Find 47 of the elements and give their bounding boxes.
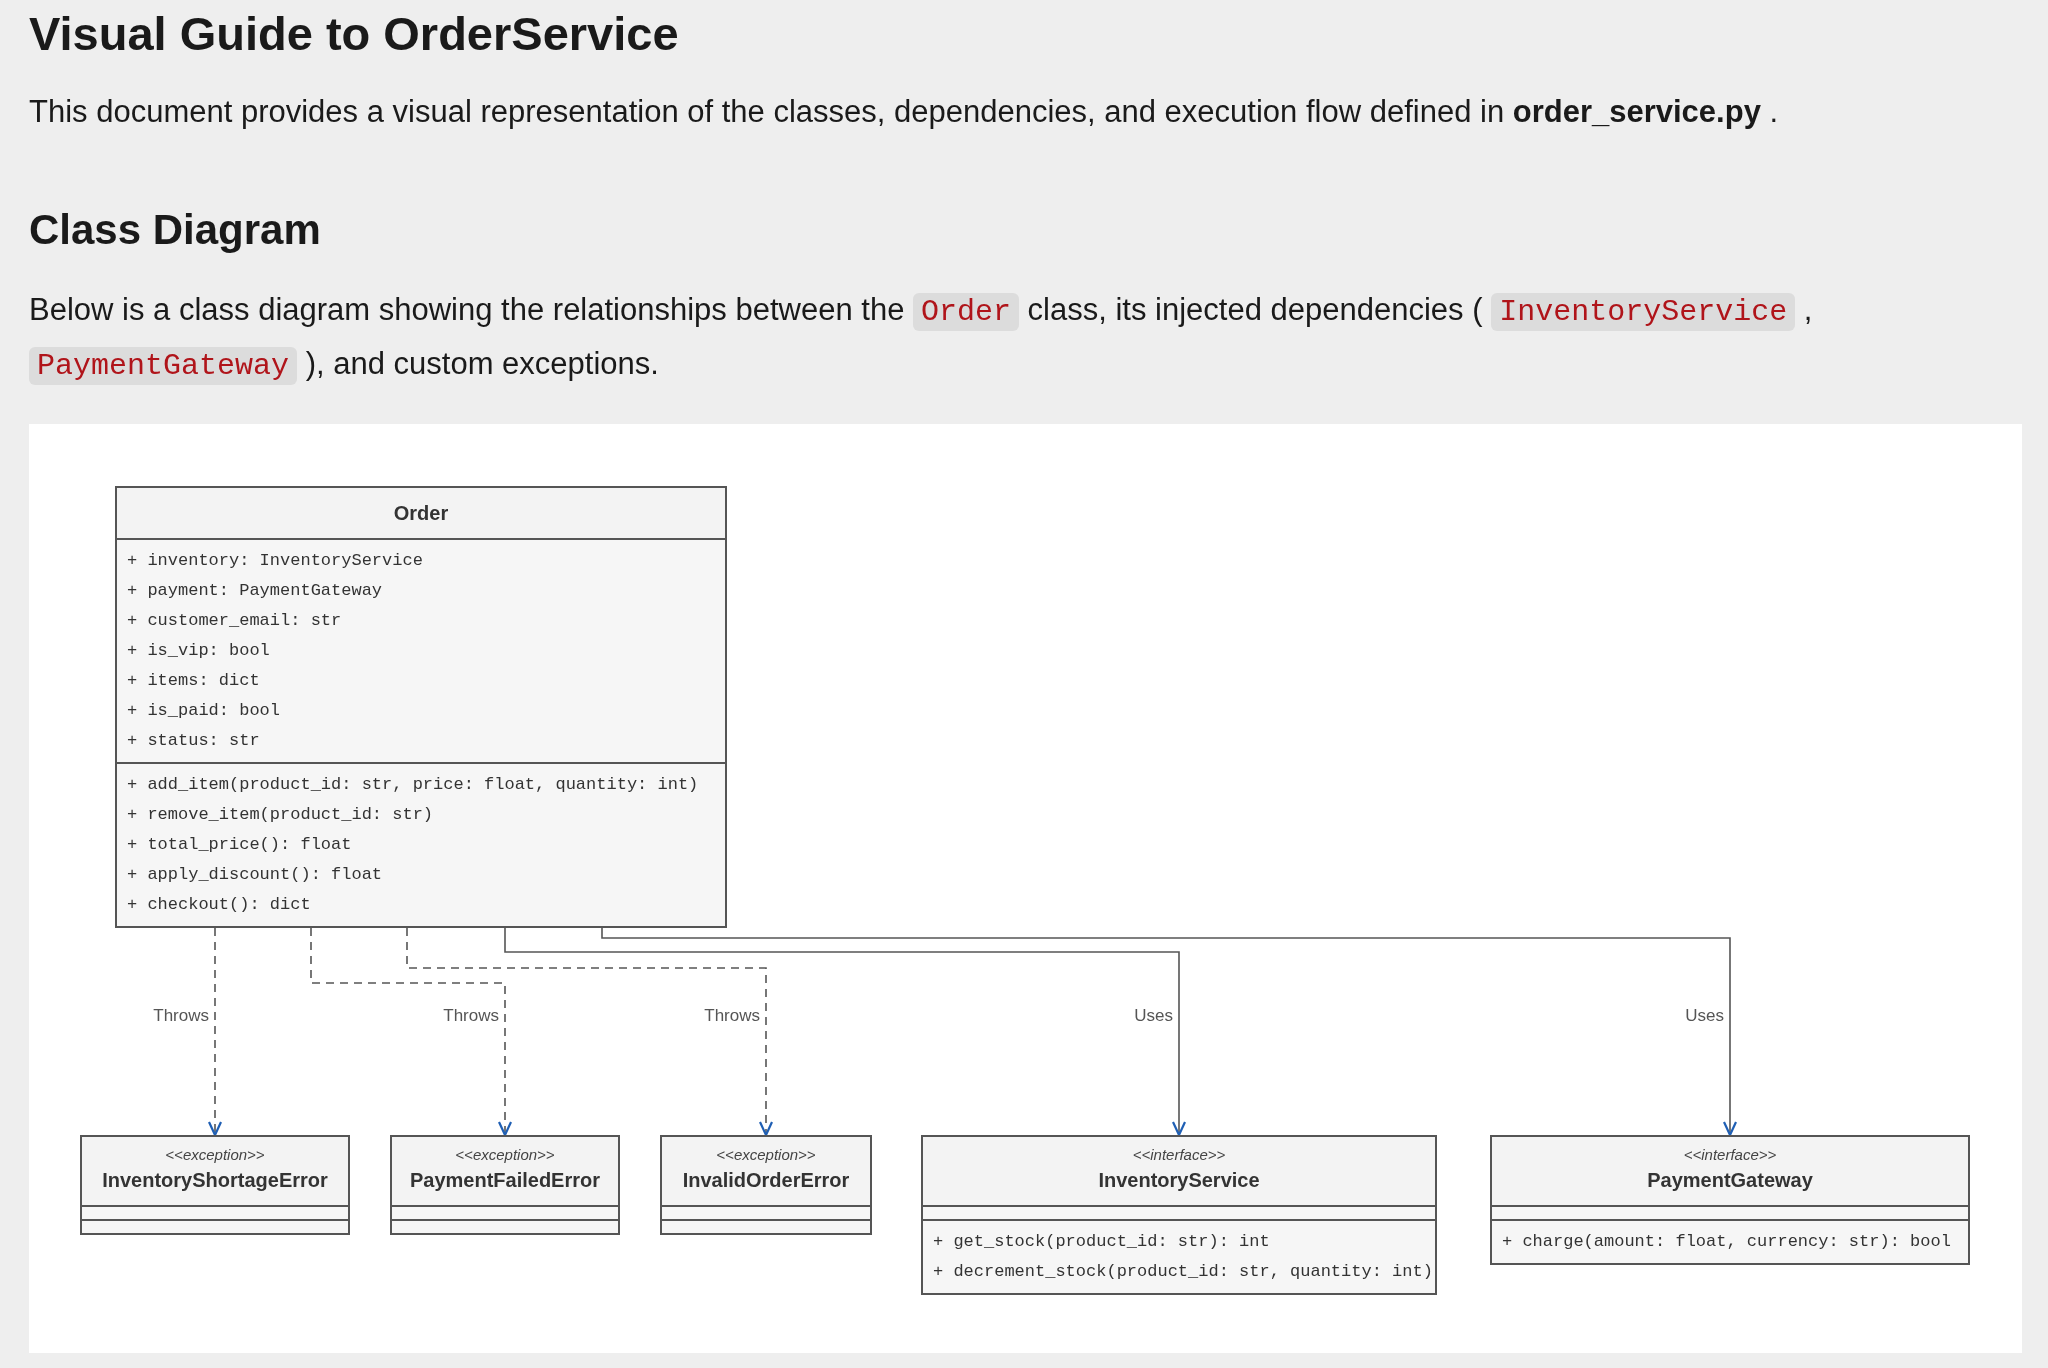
- method-text: + checkout(): dict: [126, 894, 312, 916]
- class-box: [80, 1135, 350, 1235]
- stereotype-label: <<exception>>: [164, 1145, 266, 1165]
- connector-arrow: [504, 927, 1187, 1137]
- class-box: [921, 1135, 1437, 1295]
- stereotype-label: <<exception>>: [715, 1145, 817, 1165]
- page-title: Visual Guide to OrderService: [29, 6, 679, 61]
- attribute-text: + is_paid: bool: [126, 700, 282, 722]
- paragraph-text: Below is a class diagram showing the relationships between the: [29, 292, 906, 327]
- paragraph-text: ,: [1802, 292, 1813, 327]
- connector-arrow: [406, 927, 774, 1137]
- stereotype-label: <<exception>>: [454, 1145, 556, 1165]
- class-name: InventoryService: [1097, 1168, 1261, 1193]
- paragraph-text: ), and custom exceptions.: [304, 346, 659, 381]
- class-box: [1490, 1135, 1970, 1265]
- class-box: [115, 486, 727, 928]
- class-name: PaymentGateway: [1646, 1168, 1814, 1193]
- attribute-text: + status: str: [126, 730, 261, 752]
- class-box: [390, 1135, 620, 1235]
- inline-code: PaymentGateway: [29, 347, 298, 385]
- attribute-text: + payment: PaymentGateway: [126, 580, 384, 602]
- method-text: + get_stock(product_id: str): int: [932, 1231, 1271, 1253]
- connector-arrow: [310, 927, 513, 1137]
- stereotype-label: <<interface>>: [1682, 1145, 1778, 1165]
- attribute-text: + customer_email: str: [126, 610, 343, 632]
- connector-arrow: [207, 927, 223, 1137]
- class-name: PaymentFailedError: [408, 1168, 602, 1193]
- section-heading: Class Diagram: [29, 206, 321, 254]
- method-text: + decrement_stock(product_id: str, quantity: int): [932, 1261, 1434, 1283]
- attribute-text: + is_vip: bool: [126, 640, 271, 662]
- paragraph-text: class, its injected dependencies (: [1026, 292, 1484, 327]
- class-name: InventoryShortageError: [101, 1168, 329, 1193]
- attribute-text: + items: dict: [126, 670, 261, 692]
- method-text: + remove_item(product_id: str): [126, 804, 435, 826]
- method-text: + total_price(): float: [126, 834, 353, 856]
- stereotype-label: <<interface>>: [1131, 1145, 1227, 1165]
- method-text: + add_item(product_id: str, price: float, quantity: int): [126, 774, 700, 796]
- class-name: Order: [392, 501, 450, 526]
- class-box: [660, 1135, 872, 1235]
- method-text: + charge(amount: float, currency: str): bool: [1501, 1231, 1952, 1253]
- inline-code: Order: [913, 293, 1019, 331]
- method-text: + apply_discount(): float: [126, 864, 384, 886]
- inline-code: InventoryService: [1491, 293, 1796, 331]
- class-name: InvalidOrderError: [681, 1168, 851, 1193]
- intro-paragraph: This document provides a visual representation of the classes, dependencies, and execution flow defined in order_service.py .: [29, 94, 1779, 129]
- attribute-text: + inventory: InventoryService: [126, 550, 424, 572]
- connector-arrow: [601, 927, 1738, 1137]
